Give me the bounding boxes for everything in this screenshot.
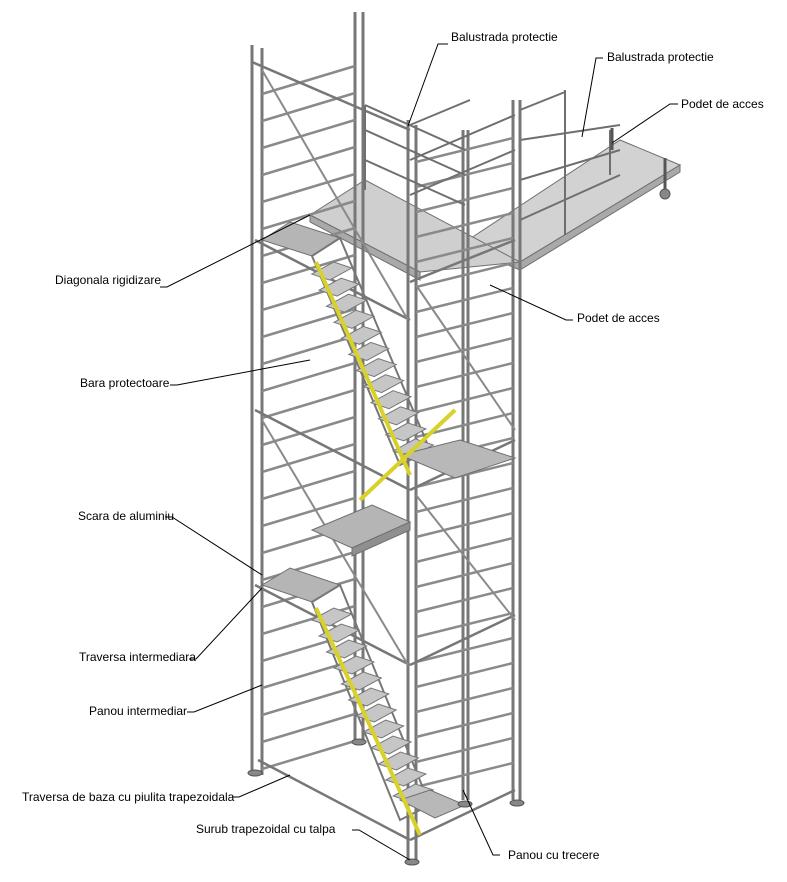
frame-rung bbox=[415, 211, 514, 239]
frame-rung bbox=[261, 118, 356, 150]
label-panou-cu-trecere: Panou cu trecere bbox=[508, 848, 600, 862]
frame-rung bbox=[415, 361, 514, 389]
frame-rung bbox=[261, 145, 356, 177]
frame-rung bbox=[261, 199, 356, 231]
stair-step bbox=[377, 406, 420, 426]
frame-rung bbox=[261, 361, 356, 393]
frame-rung bbox=[415, 561, 514, 589]
label-panou-intermediar: Panou intermediar bbox=[89, 704, 188, 718]
stair-step bbox=[384, 422, 428, 442]
label-bara-protectoare: Bara protectoare bbox=[80, 376, 170, 390]
top-guardrails bbox=[364, 99, 516, 206]
rigidizing-diagonals bbox=[261, 69, 516, 666]
frame-rung bbox=[261, 334, 356, 366]
frame-rung bbox=[415, 611, 514, 639]
frame-rung bbox=[261, 172, 356, 204]
label-traversa-de-baza: Traversa de baza cu piulita trapezoidala bbox=[22, 790, 235, 804]
frame-rung bbox=[415, 661, 514, 689]
stair-step bbox=[369, 390, 413, 410]
frame-rung bbox=[415, 761, 514, 789]
label-surub-trapezoidal: Surub trapezoidal cu talpa bbox=[196, 822, 336, 836]
frame-rung bbox=[415, 686, 514, 714]
label-balustrada-protectie-1: Balustrada protectie bbox=[451, 30, 558, 44]
frame-rung bbox=[415, 386, 514, 414]
frame-rung bbox=[415, 336, 514, 364]
label-podet-de-acces-top: Podet de acces bbox=[681, 97, 764, 111]
frame-rung bbox=[415, 586, 514, 614]
frame-rung bbox=[261, 712, 356, 744]
frame-rung bbox=[261, 739, 356, 771]
label-podet-de-acces-mid: Podet de acces bbox=[577, 311, 660, 325]
frame-rung bbox=[261, 415, 356, 447]
frame-rung bbox=[415, 261, 514, 289]
frame-rung bbox=[415, 511, 514, 539]
frame-rung bbox=[261, 685, 356, 717]
frame-rung bbox=[415, 486, 514, 514]
base-jacks bbox=[247, 738, 525, 866]
frame-rung bbox=[261, 469, 356, 501]
label-scara-de-aluminiu: Scara de aluminiu bbox=[78, 509, 175, 523]
label-balustrada-protectie-2: Balustrada protectie bbox=[607, 50, 714, 64]
frame-rung bbox=[415, 186, 514, 214]
frame-rung bbox=[415, 536, 514, 564]
label-traversa-intermediara: Traversa intermediara bbox=[79, 650, 196, 664]
frame-rung bbox=[261, 91, 356, 123]
frame-rung bbox=[415, 736, 514, 764]
stair-middle-landing bbox=[310, 504, 412, 557]
frame-rung bbox=[415, 711, 514, 739]
frame-rung bbox=[261, 496, 356, 528]
frame-rung bbox=[415, 311, 514, 339]
right-frame-rungs bbox=[415, 136, 514, 789]
protective-bars bbox=[314, 261, 457, 836]
access-platform-right bbox=[466, 90, 682, 271]
leader-lines bbox=[160, 43, 678, 861]
frame-rung bbox=[261, 388, 356, 420]
frame-rung bbox=[261, 64, 356, 96]
label-diagonala-rigidizare: Diagonala rigidizare bbox=[55, 273, 162, 287]
frame-rung bbox=[415, 236, 514, 264]
frame-rung bbox=[261, 442, 356, 474]
frame-rung bbox=[415, 636, 514, 664]
